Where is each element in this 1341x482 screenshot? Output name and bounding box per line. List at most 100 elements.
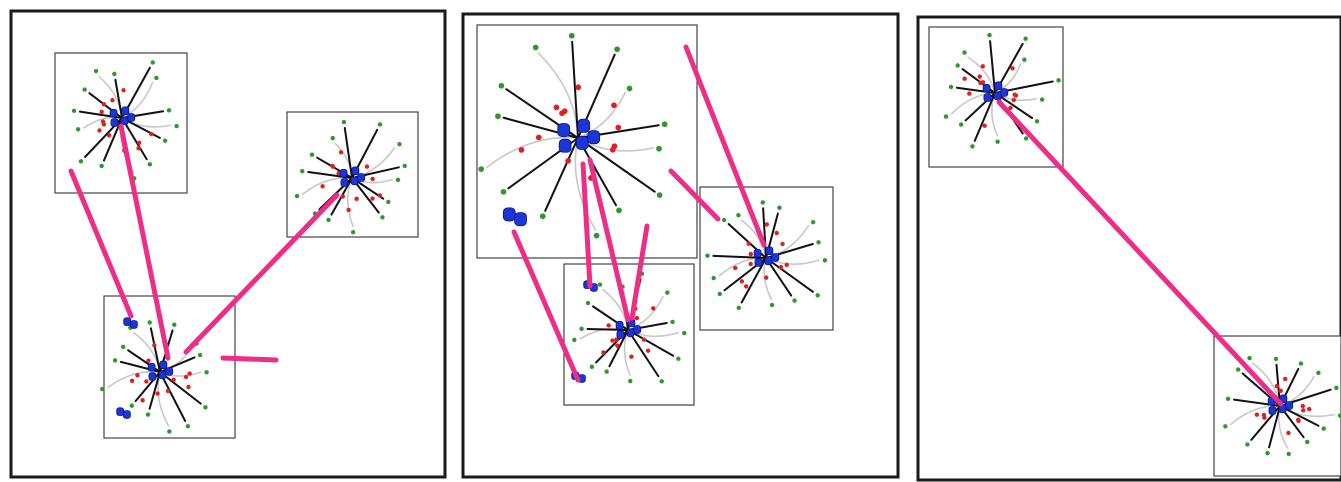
inner-particle <box>774 230 779 236</box>
outer-particle <box>500 188 507 195</box>
connector-link <box>220 355 279 363</box>
inner-particle <box>330 163 335 169</box>
inner-particle <box>1012 92 1017 97</box>
core-node <box>351 166 360 176</box>
inner-particle <box>320 184 325 189</box>
outer-particle <box>498 82 505 89</box>
inner-particle <box>778 264 784 270</box>
spoke-line <box>148 371 161 410</box>
outer-particle <box>99 163 104 169</box>
spoke-line <box>712 254 767 259</box>
connector-link <box>629 223 650 321</box>
inner-particle <box>338 150 344 155</box>
outer-particle <box>326 217 331 223</box>
outer-particle <box>815 293 820 298</box>
inner-particle <box>1008 105 1013 111</box>
inner-particle <box>780 241 785 247</box>
outer-particle <box>309 152 315 157</box>
core-node <box>765 246 774 256</box>
inner-particle <box>370 196 375 201</box>
outer-particle <box>676 356 681 361</box>
core-node <box>1279 394 1288 404</box>
outer-particle <box>386 199 391 205</box>
inner-particle <box>97 128 102 133</box>
inner-particle <box>610 338 615 343</box>
outer-particle <box>948 84 954 90</box>
inner-particle <box>748 251 753 257</box>
spoke-line <box>114 78 123 119</box>
inner-particle <box>110 97 115 103</box>
connector-link <box>580 161 593 289</box>
outer-particle <box>593 232 600 239</box>
spoke-line <box>627 329 675 357</box>
outer-particle <box>82 87 87 92</box>
outer-particle <box>614 46 620 53</box>
cluster-layer <box>54 24 1341 477</box>
outer-particle <box>656 192 663 198</box>
outer-particle <box>1245 442 1250 447</box>
core-node <box>575 135 589 150</box>
core-node <box>993 91 1002 101</box>
inner-particle <box>748 261 753 267</box>
inner-particle <box>1295 417 1301 422</box>
inner-particle <box>629 354 634 359</box>
inner-particle <box>611 143 618 150</box>
inner-particle <box>137 140 142 146</box>
outer-particle <box>616 207 622 214</box>
outer-particle <box>93 68 99 74</box>
inner-particle <box>614 337 619 342</box>
connector-link <box>68 168 134 319</box>
core-node <box>1000 88 1009 97</box>
outer-particle <box>661 121 668 128</box>
spoke-line <box>765 257 814 293</box>
inner-particle <box>129 378 135 384</box>
core-node <box>1285 401 1294 410</box>
outer-particle <box>402 163 407 169</box>
spoke-line <box>343 127 353 179</box>
inner-particle <box>144 379 149 384</box>
inner-particle <box>106 133 112 138</box>
outer-particle <box>1235 367 1241 372</box>
outer-particle <box>1247 355 1252 361</box>
inner-particle <box>99 109 104 115</box>
outer-particle <box>185 424 191 429</box>
core-node <box>147 363 156 372</box>
outer-particle <box>717 291 722 297</box>
core-node <box>502 207 516 222</box>
inner-particle <box>641 337 647 342</box>
core-node <box>1268 406 1277 415</box>
outer-particle <box>589 364 595 369</box>
outer-particle <box>167 429 172 434</box>
satellite-node <box>116 407 131 419</box>
inner-particle <box>561 108 568 115</box>
outer-particle <box>294 193 300 199</box>
outer-particle <box>1298 361 1304 366</box>
outer-particle <box>659 379 664 384</box>
outer-particle <box>78 159 84 164</box>
inner-particle <box>764 275 769 280</box>
gray-spoke <box>577 91 627 139</box>
outer-particle <box>736 213 741 218</box>
inner-particle <box>364 164 370 169</box>
core-node <box>121 106 130 116</box>
inner-particle <box>982 123 987 128</box>
core-node <box>148 372 157 381</box>
spoke-line <box>571 40 579 139</box>
core-node <box>577 118 591 133</box>
outer-particle <box>395 177 401 183</box>
outer-particle <box>1337 413 1341 418</box>
inner-particle <box>1010 66 1015 71</box>
core-node <box>587 130 601 145</box>
core-node <box>339 169 348 178</box>
core-node <box>129 320 138 329</box>
outer-particle <box>380 215 385 220</box>
outer-particle <box>995 139 1000 144</box>
outer-particle <box>955 63 960 68</box>
spoke-line <box>627 329 660 378</box>
core-node <box>754 258 763 267</box>
core-node <box>127 113 136 122</box>
inner-particle <box>377 193 382 198</box>
outer-particle <box>792 298 797 303</box>
outer-particle <box>100 386 105 392</box>
inner-particle <box>346 207 351 213</box>
